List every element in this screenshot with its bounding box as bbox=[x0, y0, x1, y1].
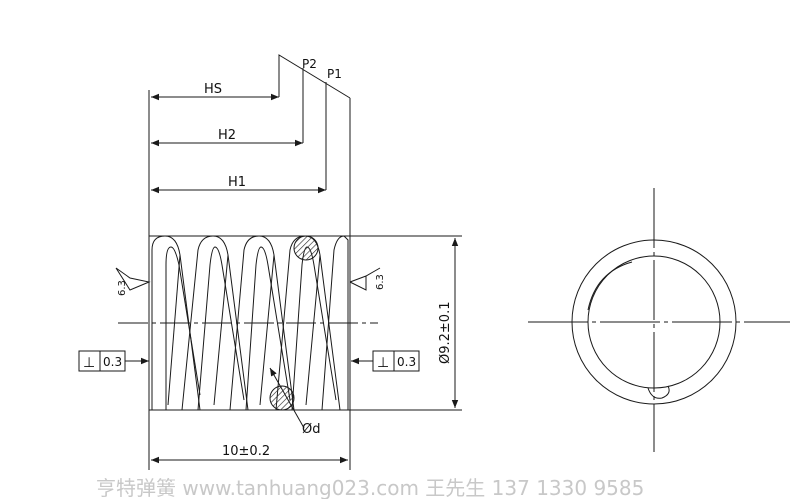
label-h2: H2 bbox=[218, 128, 236, 143]
roughness-label-right: 6.3 bbox=[375, 274, 386, 290]
length-label: 10±0.2 bbox=[222, 444, 270, 459]
label-p2: P2 bbox=[302, 57, 317, 71]
label-hs: HS bbox=[204, 82, 222, 97]
diameter-dimension bbox=[350, 235, 462, 411]
watermark: 亨特弹簧 www.tanhuang023.com 王先生 137 1330 95… bbox=[96, 476, 644, 499]
spring-end-view bbox=[528, 188, 790, 452]
diameter-label: Ø9.2±0.1 bbox=[438, 302, 453, 364]
perp-left-symbol: ⊥ bbox=[83, 355, 95, 371]
roughness-label-left: 6.3 bbox=[117, 280, 128, 296]
end-view-coil-end bbox=[587, 261, 670, 399]
label-h1: H1 bbox=[228, 175, 246, 190]
wire-diameter-label: Ød bbox=[302, 422, 320, 437]
perpendicularity-left bbox=[78, 350, 149, 372]
wire-leader bbox=[269, 367, 305, 429]
wire-section-bottom bbox=[269, 385, 295, 411]
perp-left-value: 0.3 bbox=[103, 355, 122, 369]
perp-right-value: 0.3 bbox=[397, 355, 416, 369]
wire-section-top bbox=[293, 235, 319, 261]
perp-right-symbol: ⊥ bbox=[377, 355, 389, 371]
roughness-symbol-right bbox=[349, 267, 381, 291]
roughness-symbol-left bbox=[115, 267, 151, 291]
perpendicularity-right bbox=[351, 350, 420, 372]
label-p1: P1 bbox=[327, 67, 342, 81]
spring-side-view bbox=[118, 235, 378, 429]
